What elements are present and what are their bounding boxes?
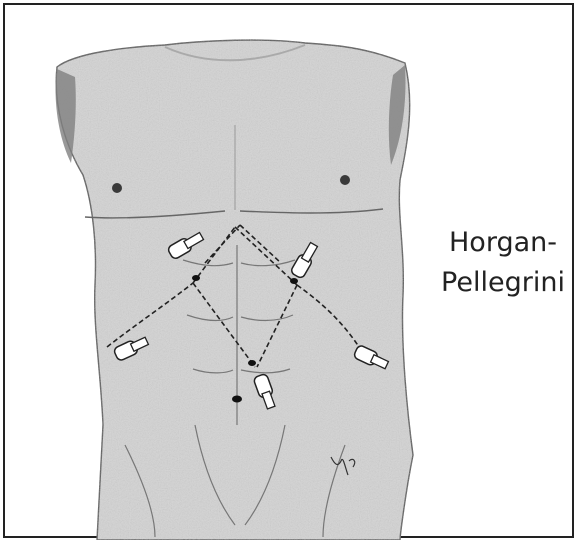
label-line-2: Pellegrini xyxy=(430,263,576,303)
label-line-1: Horgan- xyxy=(430,223,576,263)
left-shoulder-shading xyxy=(56,69,76,163)
nipple-icon xyxy=(112,183,122,193)
procedure-label: Horgan- Pellegrini xyxy=(430,223,576,303)
port-site-marker xyxy=(290,278,298,284)
nipple-icon xyxy=(340,175,350,185)
port-site-marker xyxy=(248,360,256,366)
port-site-marker xyxy=(192,275,200,281)
torso-outline xyxy=(56,40,413,540)
umbilicus-port-marker xyxy=(232,396,242,403)
figure-frame: Horgan- Pellegrini xyxy=(3,3,574,538)
